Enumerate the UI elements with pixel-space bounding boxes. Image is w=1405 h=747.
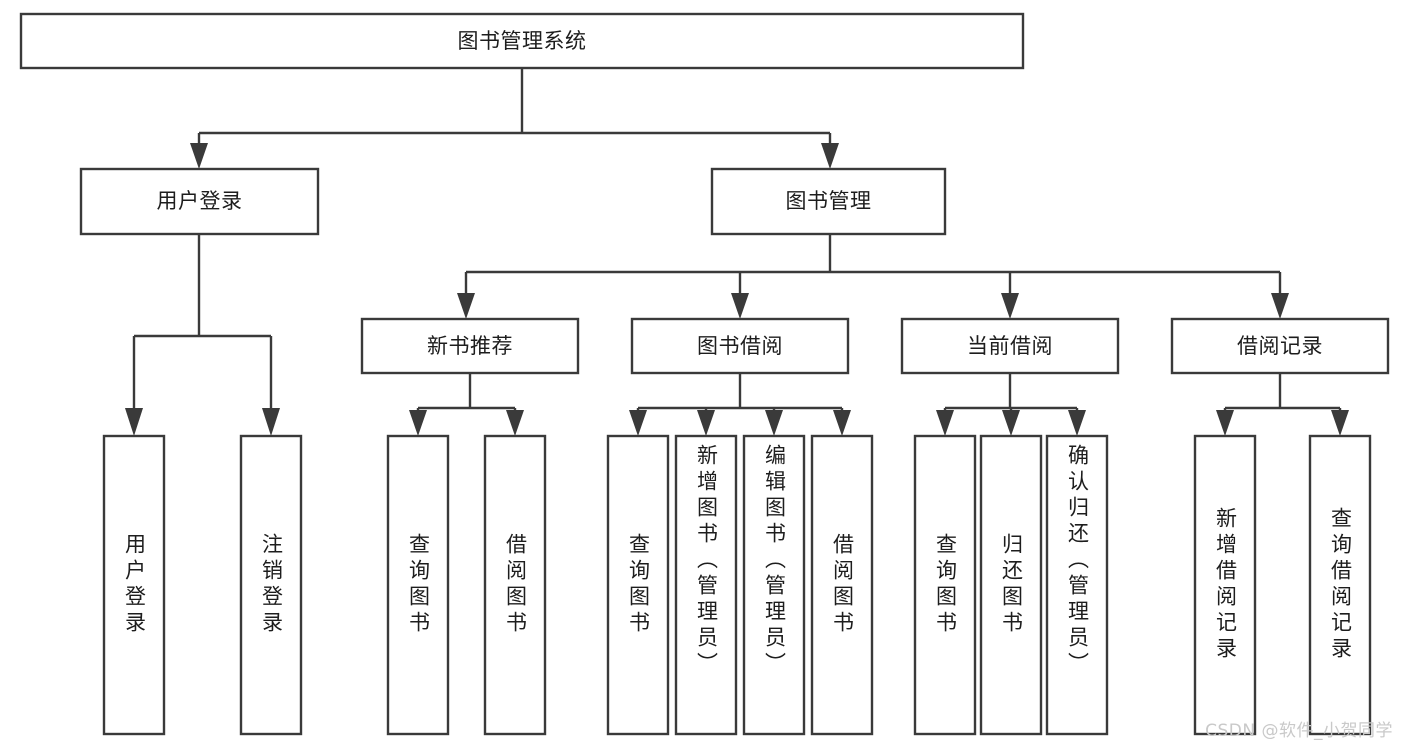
leaf-box-borrow-book-1[interactable]	[483, 434, 547, 736]
node-box-new-book-recommend[interactable]	[360, 317, 580, 375]
arrow-head-leaf-confirm-return	[1068, 410, 1086, 436]
arrow-head-leaf-logout-login	[262, 408, 280, 436]
arrow-head-user-login	[190, 143, 208, 169]
leaf-box-query-book-3[interactable]	[913, 434, 977, 736]
connector-group-root	[190, 68, 839, 169]
connector-group-new-book-recommend	[409, 373, 524, 436]
node-box-current-borrow[interactable]	[900, 317, 1120, 375]
arrow-head-leaf-add-book	[697, 410, 715, 436]
arrow-head-new-book-recommend	[457, 293, 475, 319]
node-box-user-login[interactable]	[79, 167, 320, 236]
arrow-head-leaf-edit-book	[765, 410, 783, 436]
arrow-head-leaf-borrow-book-1	[506, 410, 524, 436]
leaf-box-return-book[interactable]	[979, 434, 1043, 736]
watermark-text: CSDN @软件_小贺同学	[1205, 721, 1393, 741]
leaf-box-confirm-return[interactable]	[1045, 434, 1109, 736]
leaf-box-query-record[interactable]	[1308, 434, 1372, 736]
arrow-head-book-management	[821, 143, 839, 169]
connector-group-book-borrow	[629, 373, 851, 436]
arrow-head-leaf-query-book-1	[409, 410, 427, 436]
leaf-box-edit-book[interactable]	[742, 434, 806, 736]
arrow-head-current-borrow	[1001, 293, 1019, 319]
leaf-box-add-book[interactable]	[674, 434, 738, 736]
node-box-borrow-record[interactable]	[1170, 317, 1390, 375]
connector-group-current-borrow	[936, 373, 1086, 436]
arrow-head-borrow-record	[1271, 293, 1289, 319]
arrow-head-leaf-add-record	[1216, 410, 1234, 436]
leaf-box-query-book-2[interactable]	[606, 434, 670, 736]
node-box-book-management[interactable]	[710, 167, 947, 236]
leaf-box-query-book-1[interactable]	[386, 434, 450, 736]
leaf-box-logout-login[interactable]	[239, 434, 303, 736]
connector-group-book-management	[457, 234, 1289, 319]
leaf-box-borrow-book-2[interactable]	[810, 434, 874, 736]
arrow-head-leaf-return-book	[1002, 410, 1020, 436]
connector-group-borrow-record	[1216, 373, 1349, 436]
node-box-book-borrow[interactable]	[630, 317, 850, 375]
arrow-head-leaf-query-record	[1331, 410, 1349, 436]
connector-group-user-login	[125, 234, 280, 436]
arrow-head-book-borrow	[731, 293, 749, 319]
arrow-head-leaf-user-login	[125, 408, 143, 436]
arrow-head-leaf-borrow-book-2	[833, 410, 851, 436]
leaf-box-user-login[interactable]	[102, 434, 166, 736]
leaf-box-add-record[interactable]	[1193, 434, 1257, 736]
node-box-system-title[interactable]	[19, 12, 1025, 70]
arrow-head-leaf-query-book-3	[936, 410, 954, 436]
arrow-head-leaf-query-book-2	[629, 410, 647, 436]
